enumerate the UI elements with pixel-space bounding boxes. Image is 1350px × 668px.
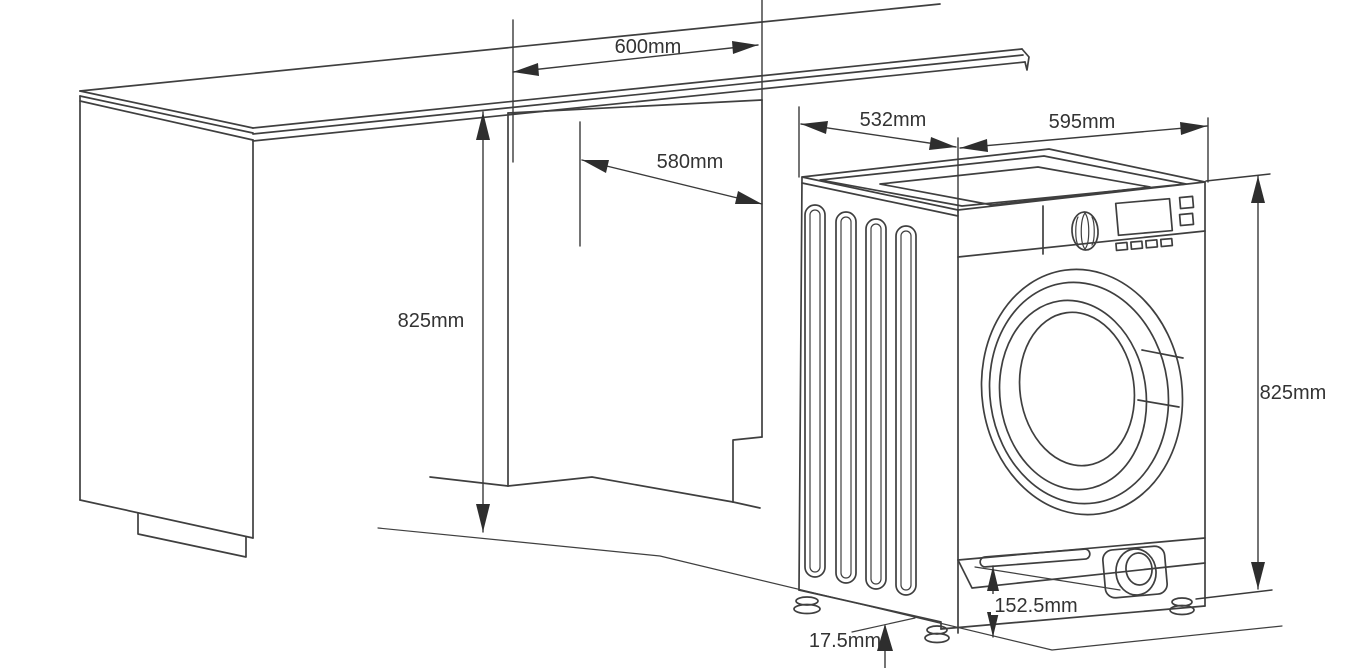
pump-cover: [1102, 545, 1168, 599]
vent-slots: [804, 204, 917, 596]
control-panel: [957, 195, 1206, 258]
counter-cabinet: [79, 3, 1283, 651]
dimension-label: 17.5mm: [809, 630, 881, 652]
dimension-label: 600mm: [615, 36, 682, 58]
washing-machine: [793, 148, 1206, 644]
machine-top: [801, 148, 1206, 217]
program-knob: [1071, 211, 1099, 251]
dimension-service-panel: 152.5mm: [987, 565, 1081, 638]
installation-niche: [429, 99, 763, 509]
dimension-floor-clearance: 17.5mm: [809, 617, 916, 668]
door-handle: [1141, 349, 1184, 359]
dimension-machine-width: 595mm: [959, 111, 1209, 183]
dimension-niche-width: 600mm: [512, 0, 763, 163]
cabinet-plinth: [137, 512, 247, 558]
feet: [793, 596, 1195, 644]
service-band: [957, 537, 1206, 599]
dimension-niche-height: 825mm: [398, 111, 490, 533]
dimension-label: 825mm: [1260, 382, 1327, 404]
door: [980, 268, 1184, 516]
dimension-label: 825mm: [398, 310, 465, 332]
dimension-machine-depth: 532mm: [798, 106, 959, 213]
panel-buttons: [1115, 195, 1195, 252]
dimension-niche-depth: 580mm: [579, 121, 763, 247]
dimension-label: 152.5mm: [994, 595, 1077, 617]
dimension-machine-height: 825mm: [1195, 173, 1327, 600]
display: [1114, 197, 1174, 237]
dimension-label: 595mm: [1049, 111, 1116, 133]
door-handle: [1137, 399, 1180, 408]
dimension-label: 580mm: [657, 151, 724, 173]
dimension-label: 532mm: [860, 109, 927, 131]
